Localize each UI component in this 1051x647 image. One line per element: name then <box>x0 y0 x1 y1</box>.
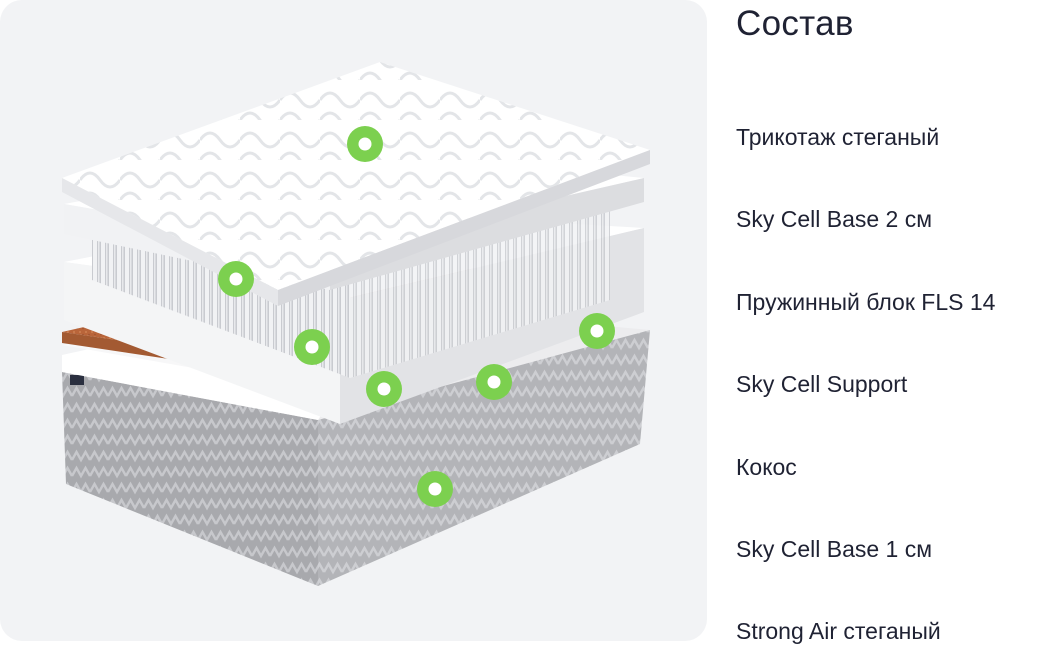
hotspot-foam-2cm[interactable] <box>218 261 254 297</box>
mattress-illustration <box>62 62 650 586</box>
layer-item-sky-cell-base-1[interactable]: Sky Cell Base 1 см <box>736 536 933 562</box>
layer-item-coconut[interactable]: Кокос <box>736 454 797 480</box>
section-title: Состав <box>736 4 854 43</box>
layer-item-sky-cell-support[interactable]: Sky Cell Support <box>736 371 908 397</box>
hotspot-coconut[interactable] <box>476 364 512 400</box>
hotspot-base[interactable] <box>417 471 453 507</box>
layer-item-strong-air[interactable]: Strong Air стеганый <box>736 618 941 644</box>
hotspot-foam-1cm[interactable] <box>579 313 615 349</box>
layer-item-spring-block[interactable]: Пружинный блок FLS 14 <box>736 289 996 315</box>
layer-item-sky-cell-base-2[interactable]: Sky Cell Base 2 см <box>736 206 933 232</box>
layer-item-knit[interactable]: Трикотаж стеганый <box>736 124 940 150</box>
hotspot-support[interactable] <box>366 371 402 407</box>
hotspot-springs[interactable] <box>294 329 330 365</box>
mattress-image-panel <box>0 0 707 641</box>
hotspot-top[interactable] <box>347 126 383 162</box>
